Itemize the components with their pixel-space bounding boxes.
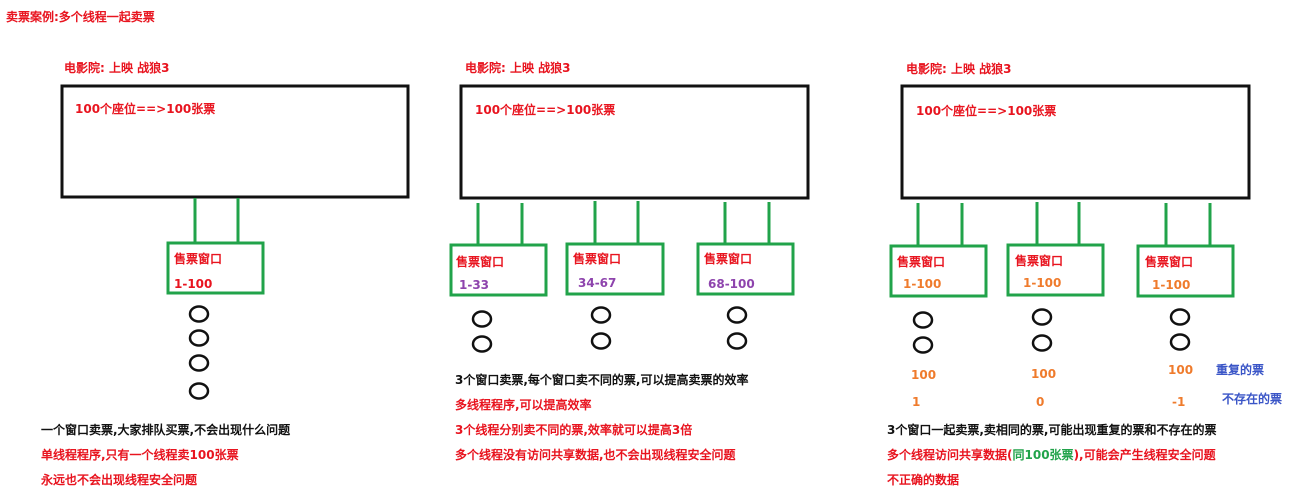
queue-person-3-5 bbox=[1169, 308, 1191, 326]
seat-capacity-3: 100个座位==>100张票 bbox=[916, 104, 1057, 118]
cinema-label-2: 电影院: 上映 战狼3 bbox=[465, 61, 571, 75]
ticket-window-2-2 bbox=[565, 242, 665, 296]
seat-capacity-2: 100个座位==>100张票 bbox=[475, 103, 616, 117]
ticket-window-2-1 bbox=[449, 243, 548, 297]
seat-capacity-1: 100个座位==>100张票 bbox=[75, 102, 216, 116]
note-2-2: 多线程程序,可以提高效率 bbox=[455, 398, 592, 412]
ticket-window-3-3 bbox=[1136, 244, 1235, 298]
window-range-1-1: 1-100 bbox=[174, 277, 213, 291]
queue-person-2-6 bbox=[726, 332, 748, 350]
window-range-3-2: 1-100 bbox=[1023, 276, 1062, 290]
note-2-4: 多个线程没有访问共享数据,也不会出现线程安全问题 bbox=[455, 448, 736, 462]
window-range-3-1: 1-100 bbox=[903, 277, 942, 291]
queue-person-2-4 bbox=[590, 332, 612, 350]
queue-person-2-5 bbox=[726, 306, 748, 324]
window-label-3-1: 售票窗口 bbox=[897, 255, 946, 269]
note-3-2-before: 多个线程访问共享数据( bbox=[887, 448, 1013, 462]
note-3-3: 不正确的数据 bbox=[887, 473, 960, 487]
queue-person-3-6 bbox=[1169, 333, 1191, 351]
window-label-3-3: 售票窗口 bbox=[1145, 255, 1194, 269]
window-label-2-3: 售票窗口 bbox=[704, 252, 753, 266]
window-label-3-2: 售票窗口 bbox=[1015, 254, 1064, 268]
window-label-2-2: 售票窗口 bbox=[573, 252, 622, 266]
ticket-window-3-1 bbox=[889, 244, 988, 298]
cinema-label-3: 电影院: 上映 战狼3 bbox=[906, 62, 1012, 76]
cinema-box-3 bbox=[900, 84, 1251, 200]
ticket-window-1-1 bbox=[166, 241, 265, 295]
sold-ticket-3-3a: 100 bbox=[1168, 363, 1194, 377]
queue-person-3-4 bbox=[1031, 334, 1053, 352]
note-2-1: 3个窗口卖票,每个窗口卖不同的票,可以提高卖票的效率 bbox=[455, 373, 749, 387]
note-2-3: 3个线程分别卖不同的票,效率就可以提高3倍 bbox=[455, 423, 693, 437]
window-range-3-3: 1-100 bbox=[1152, 278, 1191, 292]
note-1-3: 永远也不会出现线程安全问题 bbox=[41, 473, 198, 487]
page-title: 卖票案例:多个线程一起卖票 bbox=[6, 10, 155, 24]
duplicate-ticket-label: 重复的票 bbox=[1216, 363, 1265, 377]
cinema-box-2 bbox=[459, 84, 810, 200]
queue-person-3-2 bbox=[912, 336, 934, 354]
window-range-2-2: 34-67 bbox=[578, 276, 617, 290]
queue-person-2-2 bbox=[471, 335, 493, 353]
window-range-2-1: 1-33 bbox=[459, 278, 490, 292]
queue-person-1-2 bbox=[188, 329, 210, 347]
queue-person-2-1 bbox=[471, 310, 493, 328]
note-3-2: 多个线程访问共享数据(同100张票),可能会产生线程安全问题 bbox=[887, 448, 1216, 462]
nonexistent-ticket-label: 不存在的票 bbox=[1222, 392, 1283, 406]
window-label-2-1: 售票窗口 bbox=[456, 255, 505, 269]
cinema-box-1 bbox=[60, 84, 410, 199]
queue-person-1-3 bbox=[188, 354, 210, 372]
note-3-2-after: ),可能会产生线程安全问题 bbox=[1073, 448, 1216, 462]
sold-ticket-3-3b: -1 bbox=[1172, 395, 1186, 409]
note-3-1: 3个窗口一起卖票,卖相同的票,可能出现重复的票和不存在的票 bbox=[887, 423, 1217, 437]
ticket-window-3-2 bbox=[1006, 243, 1105, 297]
sold-ticket-3-1b: 1 bbox=[912, 395, 921, 409]
window-range-2-3: 68-100 bbox=[708, 277, 755, 291]
queue-person-3-3 bbox=[1031, 308, 1053, 326]
note-3-2-highlight: 同100张票 bbox=[1012, 448, 1074, 462]
sold-ticket-3-2a: 100 bbox=[1031, 367, 1057, 381]
note-1-2: 单线程程序,只有一个线程卖100张票 bbox=[41, 448, 239, 462]
window-label-1-1: 售票窗口 bbox=[174, 252, 223, 266]
queue-person-2-3 bbox=[590, 306, 612, 324]
note-1-1: 一个窗口卖票,大家排队买票,不会出现什么问题 bbox=[41, 423, 291, 437]
queue-person-1-1 bbox=[188, 305, 210, 323]
ticket-window-2-3 bbox=[696, 242, 795, 296]
queue-person-1-4 bbox=[188, 382, 210, 400]
queue-person-3-1 bbox=[912, 311, 934, 329]
cinema-label-1: 电影院: 上映 战狼3 bbox=[64, 61, 170, 75]
sold-ticket-3-1a: 100 bbox=[911, 368, 937, 382]
sold-ticket-3-2b: 0 bbox=[1036, 395, 1045, 409]
